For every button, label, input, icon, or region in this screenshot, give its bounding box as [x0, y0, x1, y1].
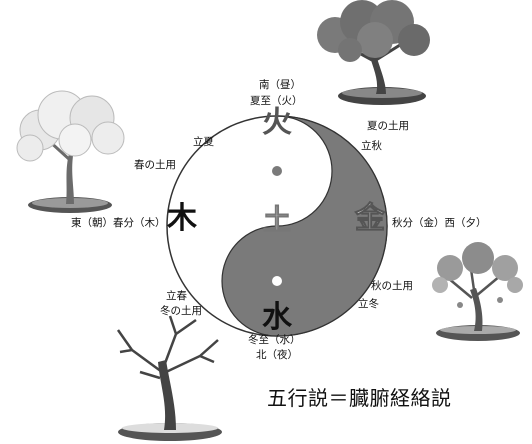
- label-winter-solstice: 冬至（水）: [248, 334, 301, 346]
- tree-summer-icon: [317, 0, 430, 105]
- label-risshun: 立春: [166, 290, 187, 302]
- element-wood: 木: [167, 201, 197, 236]
- tree-winter-icon: [116, 315, 222, 441]
- label-risshu: 立秋: [361, 140, 382, 152]
- element-water: 水: [262, 300, 292, 335]
- tree-autumn-icon: [432, 242, 523, 341]
- label-autumn-equinox: 秋分（金）西（夕）: [392, 217, 487, 229]
- tree-spring-icon: [16, 90, 125, 213]
- label-rikka: 立夏: [193, 136, 214, 148]
- label-rittou: 立冬: [358, 298, 379, 310]
- yin-yang-symbol: [166, 115, 388, 337]
- element-metal: 金: [355, 201, 386, 236]
- label-spring-doyo: 春の土用: [134, 159, 176, 171]
- caption-title: 五行説＝臓腑経絡説: [267, 386, 452, 410]
- element-earth: 土: [262, 203, 292, 236]
- element-fire: 火: [262, 105, 292, 140]
- label-summer-solstice: 夏至（火）: [250, 95, 303, 107]
- label-summer-doyo: 夏の土用: [367, 120, 409, 132]
- label-north: 北（夜）: [256, 349, 298, 361]
- label-south: 南（昼）: [259, 79, 301, 91]
- label-east: 東（朝）春分（木）: [71, 217, 166, 229]
- label-autumn-doyo: 秋の土用: [371, 280, 413, 292]
- label-winter-doyo: 冬の土用: [160, 305, 202, 317]
